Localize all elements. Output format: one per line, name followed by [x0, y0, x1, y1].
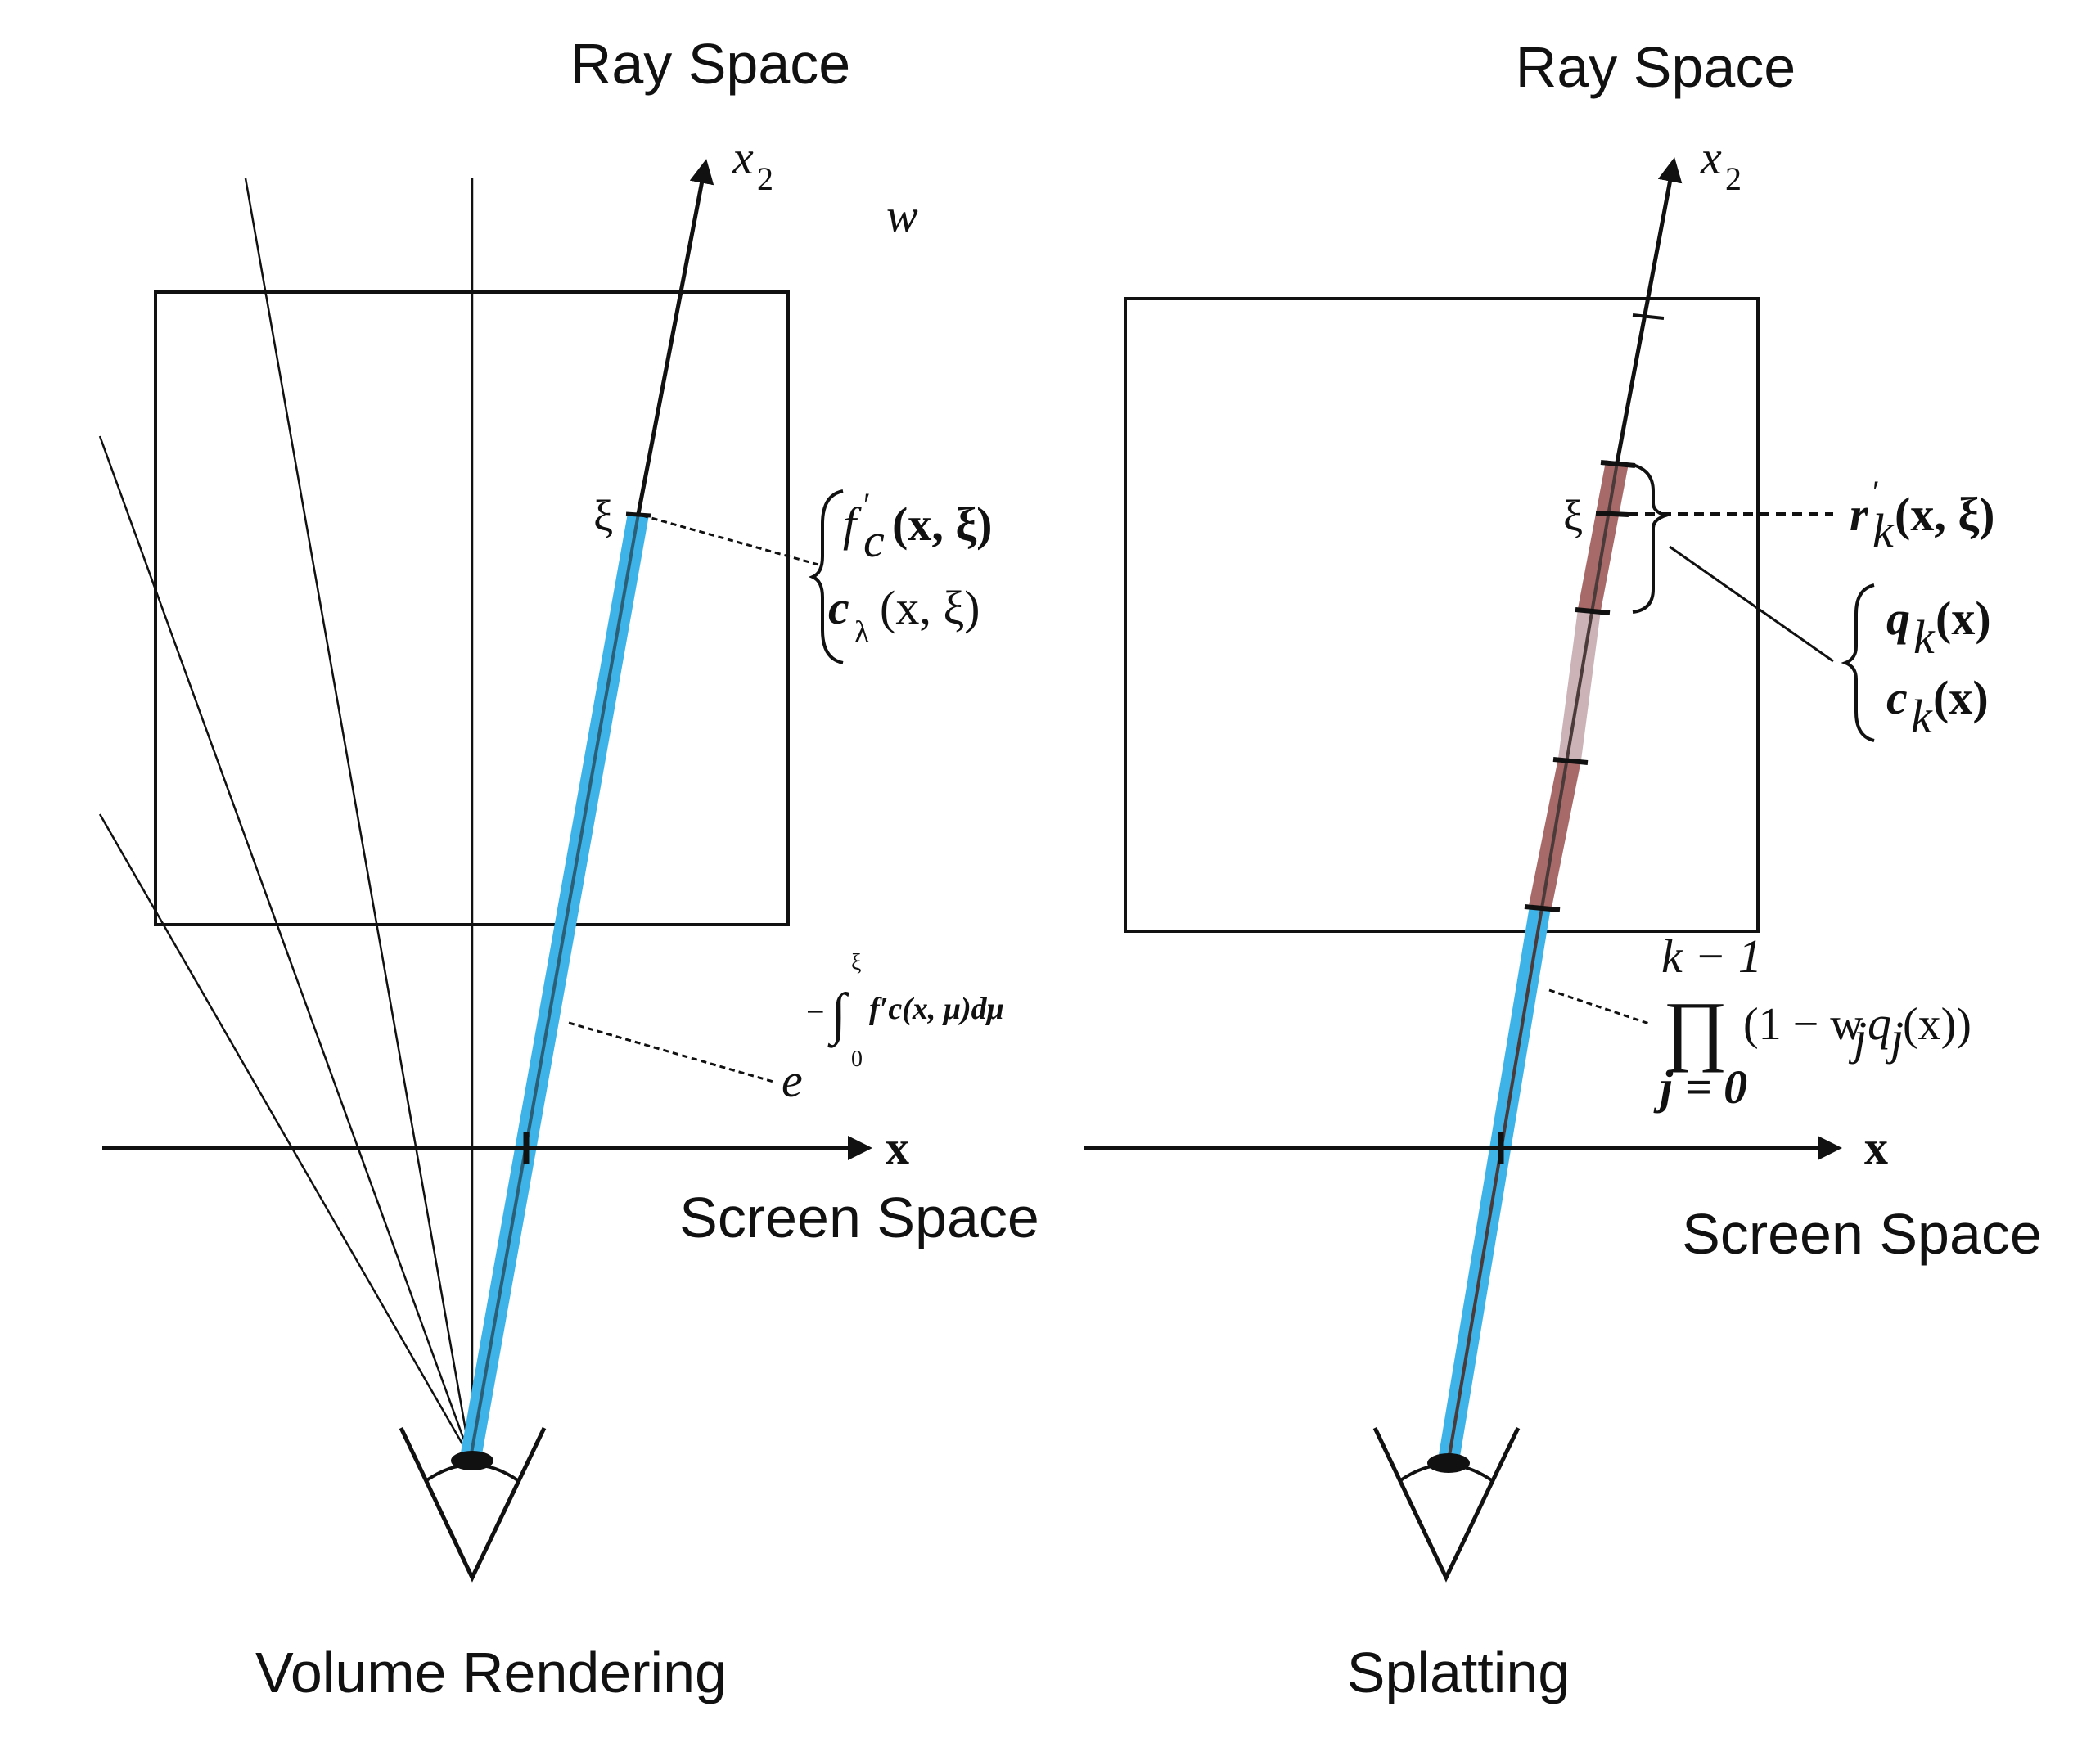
- right-volume-box: [1124, 297, 1760, 933]
- right-x-axis-label: x: [1864, 1121, 1888, 1174]
- right-tick-1: [1600, 460, 1636, 468]
- right-eye-icon: [1372, 1426, 1521, 1583]
- svg-text:λ: λ: [854, 615, 870, 650]
- right-tick-top: [1632, 313, 1665, 320]
- svg-text:0: 0: [851, 1047, 863, 1072]
- left-exp-term: e − ∫ ξ 0 f′c(x, μ)dμ: [782, 950, 1004, 1107]
- left-x2-axis: [636, 159, 714, 515]
- left-eq-clambda: c λ (x, ξ): [828, 581, 980, 650]
- right-tick-4: [1524, 904, 1561, 912]
- left-ray-centerline: [469, 513, 640, 1459]
- left-x-axis-label: x: [886, 1121, 909, 1174]
- svg-text:(1 − w: (1 − w: [1743, 999, 1863, 1050]
- right-tick-xi: [1595, 511, 1629, 517]
- svg-text:(x): (x): [1933, 671, 1989, 724]
- left-title: Ray Space: [570, 32, 850, 96]
- left-x2-label: x: [732, 131, 754, 184]
- right-eq-r: r ′ k (x, ξ): [1850, 474, 1995, 557]
- svg-text:∫: ∫: [827, 983, 849, 1048]
- right-prod-leader: [1548, 988, 1652, 1026]
- svg-text:−: −: [806, 993, 825, 1030]
- left-caption: Volume Rendering: [255, 1641, 727, 1704]
- right-eq-c: c k (x): [1886, 671, 1989, 743]
- left-brace: [808, 489, 844, 664]
- left-xi-leader: [642, 514, 819, 566]
- svg-text:ξ: ξ: [851, 950, 861, 975]
- left-w-label: w: [886, 189, 918, 242]
- svg-text:k − 1: k − 1: [1661, 930, 1762, 983]
- svg-text:(x): (x): [1936, 592, 1991, 645]
- right-xi-label: ξ: [1563, 491, 1583, 540]
- right-product-term: k − 1 ∏ j = 0 (1 − w j q j (x)): [1653, 930, 1972, 1114]
- svg-text:f′c(x, μ)dμ: f′c(x, μ)dμ: [869, 992, 1004, 1026]
- svg-text:q: q: [1868, 997, 1891, 1050]
- svg-text:(x, ξ): (x, ξ): [892, 498, 993, 551]
- svg-text:′: ′: [863, 486, 871, 523]
- left-exp-leader: [568, 1021, 774, 1083]
- left-view-ray-2: [98, 435, 472, 1459]
- right-qc-leader: [1669, 545, 1834, 663]
- right-tick-3: [1552, 757, 1589, 765]
- left-xi-label: ξ: [593, 491, 613, 540]
- left-eq-fc: f ′ c (x, ξ): [843, 486, 993, 567]
- svg-text:(x, ξ): (x, ξ): [1895, 488, 1995, 541]
- svg-text:e: e: [782, 1054, 803, 1107]
- left-view-ray-1: [244, 178, 472, 1459]
- left-x2-sub: 2: [757, 160, 773, 197]
- right-screen-label: Screen Space: [1682, 1202, 2042, 1266]
- svg-text:(x, ξ): (x, ξ): [880, 581, 980, 634]
- svg-text:r: r: [1850, 488, 1868, 541]
- left-xi-tick: [625, 511, 651, 518]
- right-eq-q: q k (x): [1886, 592, 1991, 664]
- svg-text:j = 0: j = 0: [1653, 1060, 1747, 1114]
- right-tick-2: [1575, 607, 1611, 615]
- svg-text:k: k: [1911, 690, 1933, 743]
- svg-text:f: f: [843, 498, 862, 551]
- svg-text:q: q: [1886, 592, 1910, 645]
- svg-text:k: k: [1872, 504, 1895, 557]
- right-title: Ray Space: [1516, 35, 1796, 99]
- right-panel: Ray Space x 2 ξ r ′ k (x, ξ): [1084, 35, 2042, 1704]
- right-brace: [1632, 463, 1671, 614]
- svg-text:′: ′: [1872, 474, 1880, 511]
- svg-text:∏: ∏: [1663, 985, 1728, 1073]
- svg-text:k: k: [1913, 610, 1936, 664]
- svg-text:(x)): (x)): [1903, 999, 1972, 1050]
- left-screen-label: Screen Space: [679, 1186, 1039, 1249]
- right-qc-brace: [1841, 583, 1875, 742]
- right-x2-label: x: [1700, 131, 1722, 184]
- right-x2-axis: [1615, 157, 1683, 463]
- right-ray-centerline: [1447, 462, 1619, 1461]
- left-panel: Ray Space x 2 w ξ f ′ c (x, ξ) c λ (x: [98, 32, 1039, 1704]
- svg-text:c: c: [863, 514, 885, 567]
- right-x2-sub: 2: [1725, 160, 1742, 197]
- left-eye-icon: [399, 1426, 547, 1583]
- svg-text:c: c: [1886, 671, 1908, 724]
- svg-text:c: c: [828, 581, 849, 634]
- right-caption: Splatting: [1347, 1641, 1570, 1704]
- left-view-ray-3: [98, 813, 472, 1459]
